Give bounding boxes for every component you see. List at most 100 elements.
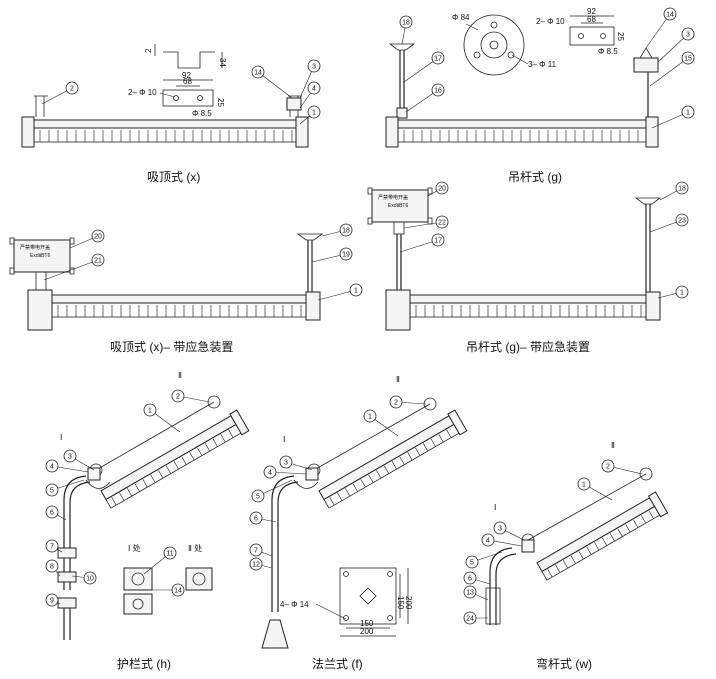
part-number: 20 — [94, 234, 102, 241]
part-balloon — [63, 449, 77, 463]
part-number: 4 — [312, 86, 316, 93]
part-balloons: 2143411817161431512021181912022171823121… — [41, 7, 695, 625]
flexible-conduit — [293, 479, 319, 489]
part-number: 6 — [254, 516, 258, 523]
fixture-lamp — [541, 505, 661, 581]
part-number: 16 — [434, 88, 442, 95]
leader-line — [511, 54, 529, 65]
end-cap — [21, 116, 35, 148]
junction-box — [633, 57, 659, 73]
dim-text: 4– Φ 14 — [280, 600, 309, 609]
part-number: 4 — [486, 538, 490, 545]
part-balloon — [431, 51, 445, 65]
panel-xe: 严禁带电开盖 ExdⅡBT6 — [9, 233, 324, 331]
support-arm — [313, 403, 431, 471]
ceiling-flange — [296, 233, 324, 241]
angled-fixture — [100, 409, 250, 509]
detail-box — [185, 567, 213, 591]
balloon-leader — [403, 57, 439, 83]
section-mark: Ⅱ — [611, 441, 615, 450]
fin-line — [197, 447, 203, 456]
part-number: 1 — [686, 110, 690, 117]
part-number: 1 — [582, 482, 586, 489]
fin-line — [555, 564, 561, 573]
box-rating: ExdⅡBT6 — [388, 203, 408, 209]
fixture-body — [33, 119, 297, 129]
panel-f: 4– Φ 14 150 200 150 200 — [261, 397, 468, 649]
fin-line — [648, 510, 654, 519]
part-number: 22 — [438, 220, 446, 227]
end-cap — [229, 409, 250, 436]
part-balloon — [171, 389, 185, 403]
fin-line — [430, 438, 436, 447]
part-balloon — [577, 477, 591, 491]
part-number: 2 — [70, 86, 74, 93]
fin-line — [173, 461, 179, 470]
part-balloon — [399, 15, 413, 29]
part-number: 17 — [434, 238, 442, 245]
part-number: 3 — [68, 454, 72, 461]
dim-text: 25 — [616, 32, 625, 41]
emergency-box — [13, 239, 71, 273]
flange-hole — [343, 571, 349, 577]
end-cap — [27, 289, 53, 331]
part-balloon — [279, 455, 293, 469]
section-mark: Ⅱ — [178, 371, 182, 380]
part-number: 14 — [254, 70, 262, 77]
dim-text: 150 — [396, 596, 405, 610]
part-number: 9 — [50, 598, 54, 605]
plate-hole — [197, 95, 203, 101]
balloon-leader — [399, 239, 439, 253]
dim-text: 92 — [587, 7, 596, 16]
part-balloon — [65, 81, 79, 95]
flexible-conduit — [85, 479, 111, 489]
part-number: 1 — [680, 290, 684, 297]
panel-g: Φ 84 3– Φ 11 92 68 2– Φ 10 25 Φ 8.5 — [385, 7, 659, 148]
mounting-plate — [569, 26, 615, 46]
ceiling-flange — [634, 197, 662, 205]
balloon-leader — [649, 57, 689, 87]
part-balloon — [481, 533, 495, 547]
balloon-leader — [651, 111, 689, 129]
panel-x: 2 34 92 68 2– Φ 10 25 Φ 8.5 — [21, 44, 309, 148]
flange-bore — [480, 31, 508, 59]
section-mark: Ⅰ — [494, 503, 496, 512]
fixture-fins — [111, 429, 234, 506]
guard-rail-pipe — [69, 481, 91, 590]
balloon-leader — [403, 221, 443, 229]
dim-text: 2– Φ 10 — [536, 17, 565, 26]
plate-hole — [600, 33, 606, 39]
part-number: 15 — [684, 56, 692, 63]
rail-clamp — [57, 571, 77, 583]
angled-fixture — [318, 409, 468, 509]
part-balloon — [45, 483, 59, 497]
part-balloon — [249, 543, 263, 557]
end-cap — [647, 491, 669, 518]
part-balloon — [675, 285, 689, 299]
detail-clamp — [132, 598, 144, 610]
caption-g: 吊杆式 (g) — [508, 170, 562, 184]
dim-text: Φ 84 — [452, 13, 470, 22]
part-balloon — [681, 27, 695, 41]
part-number: 1 — [312, 110, 316, 117]
part-number: 17 — [434, 56, 442, 63]
fin-line — [337, 492, 343, 501]
fixture-fins — [39, 130, 293, 142]
fin-line — [204, 443, 211, 452]
part-balloon — [663, 7, 677, 21]
caption-w: 弯杆式 (w) — [536, 656, 592, 671]
part-balloon — [45, 505, 59, 519]
end-cap — [295, 116, 309, 148]
leader-line — [315, 603, 347, 620]
part-balloon — [431, 83, 445, 97]
part-number: 14 — [174, 588, 182, 595]
fin-line — [422, 443, 429, 452]
caption-x: 吸顶式 (x) — [147, 170, 200, 184]
fin-line — [228, 429, 234, 438]
part-number: 11 — [166, 551, 173, 558]
flange-plate — [463, 14, 525, 76]
dim-text: 150 — [360, 619, 374, 628]
caption-h: 护栏式 (h) — [117, 656, 171, 671]
part-balloon — [389, 395, 403, 409]
